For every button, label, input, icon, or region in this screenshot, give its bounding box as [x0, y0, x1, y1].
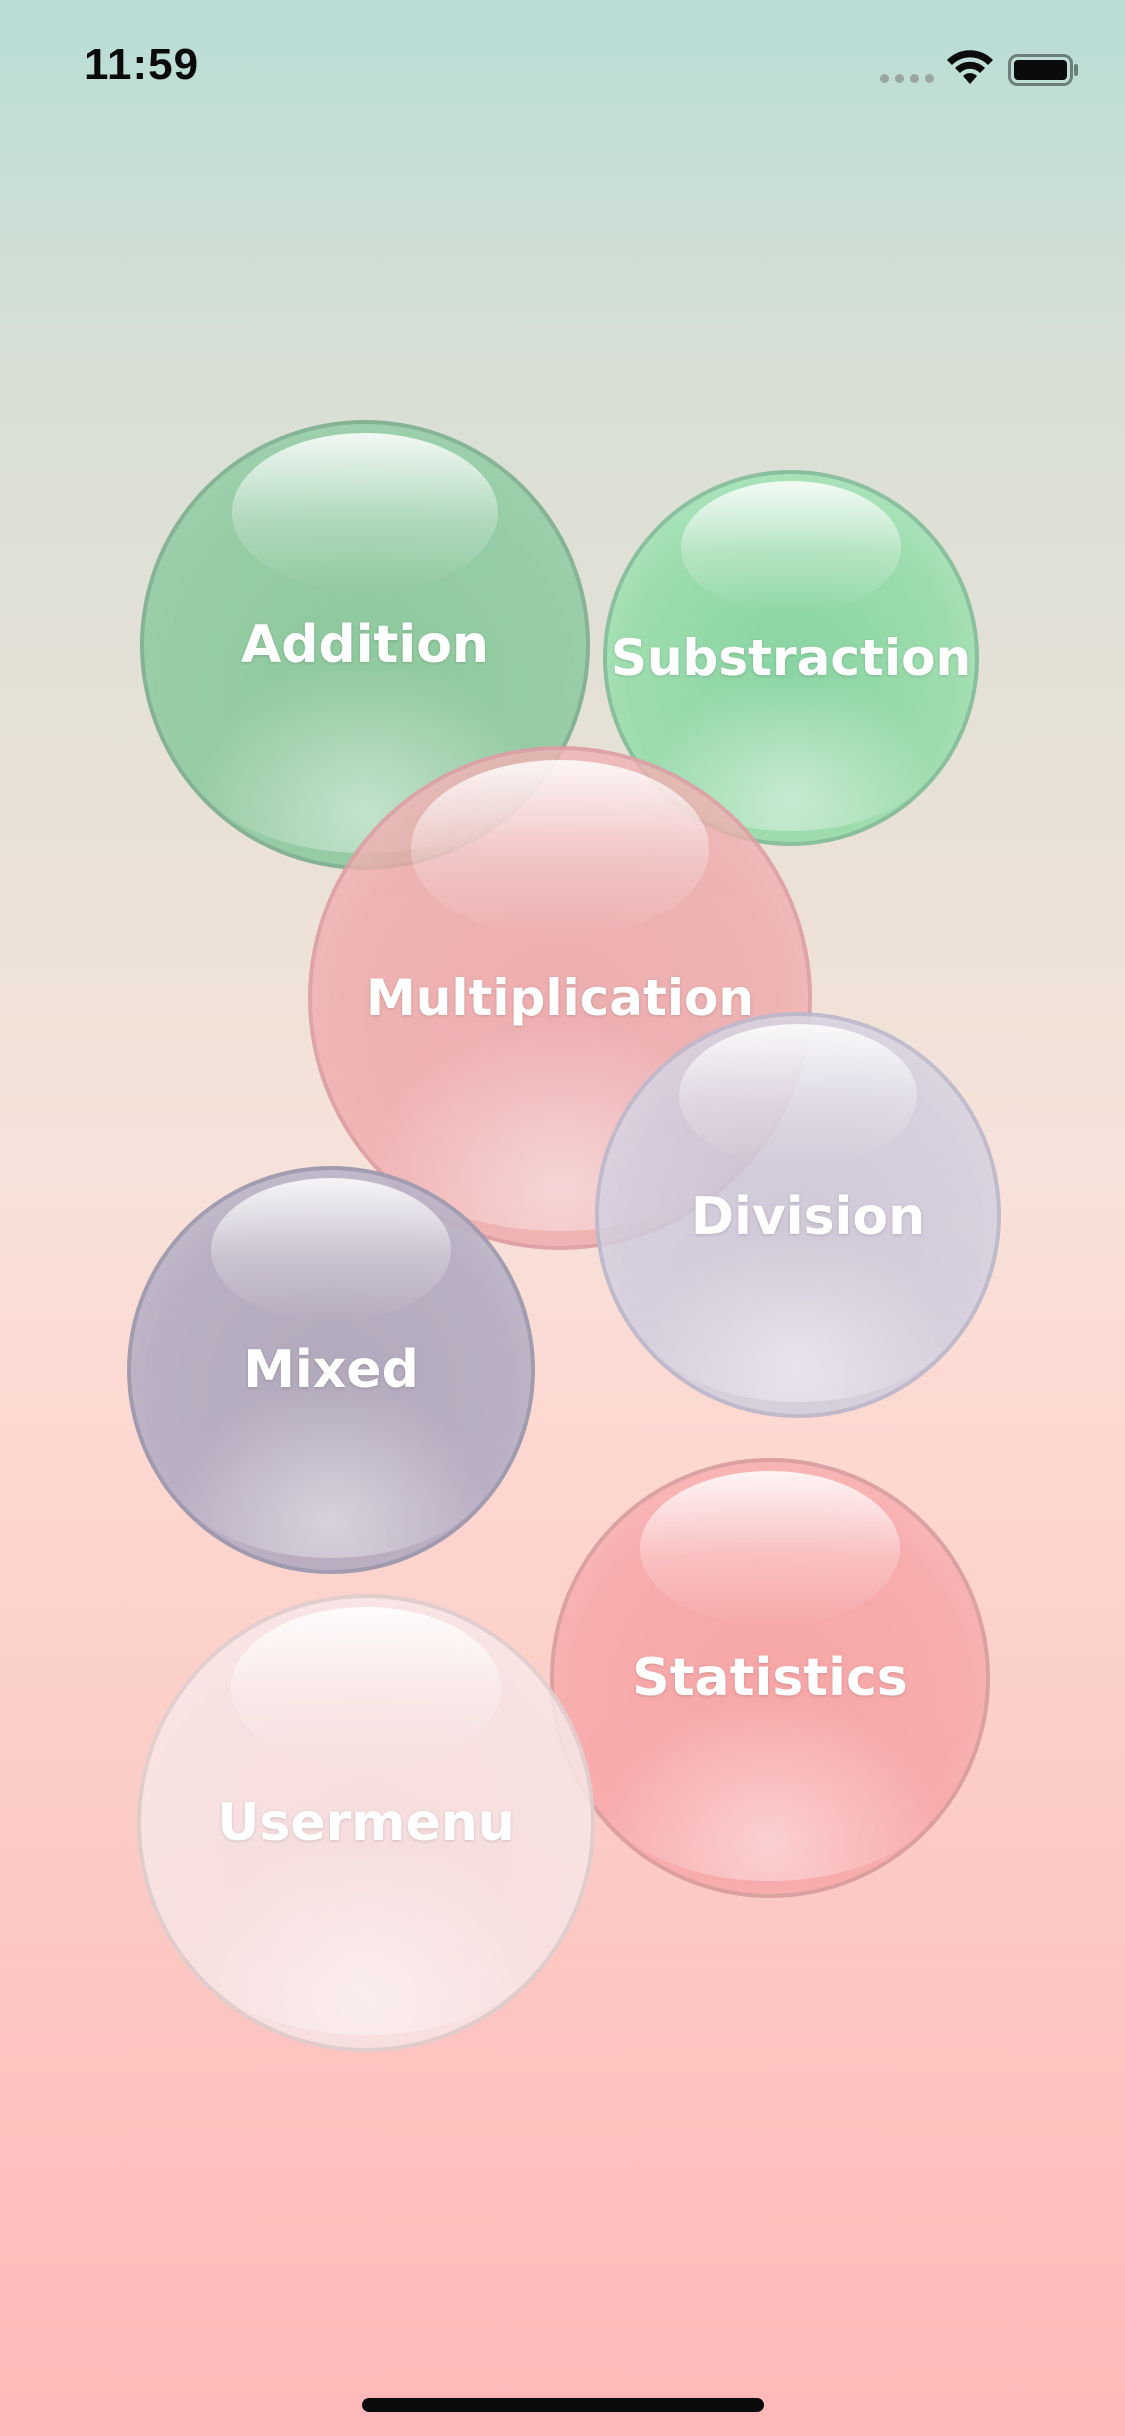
- usermenu-button[interactable]: Usermenu: [137, 1594, 595, 2052]
- subtraction-label: Substraction: [610, 629, 972, 687]
- status-time: 11:59: [84, 40, 200, 89]
- statistics-button[interactable]: Statistics: [550, 1458, 990, 1898]
- battery-icon: [1008, 54, 1078, 86]
- wifi-icon: [947, 50, 993, 84]
- division-button[interactable]: Division: [595, 1012, 1001, 1418]
- status-bar: 11:59: [0, 0, 1125, 130]
- home-indicator[interactable]: [362, 2398, 764, 2412]
- usermenu-label: Usermenu: [217, 1793, 515, 1853]
- multiplication-label: Multiplication: [366, 969, 754, 1027]
- addition-label: Addition: [241, 615, 489, 675]
- mixed-label: Mixed: [243, 1340, 419, 1400]
- statistics-label: Statistics: [632, 1648, 908, 1708]
- cellular-signal-icon: [880, 74, 934, 84]
- mixed-button[interactable]: Mixed: [127, 1166, 535, 1574]
- division-label: Division: [690, 1187, 926, 1247]
